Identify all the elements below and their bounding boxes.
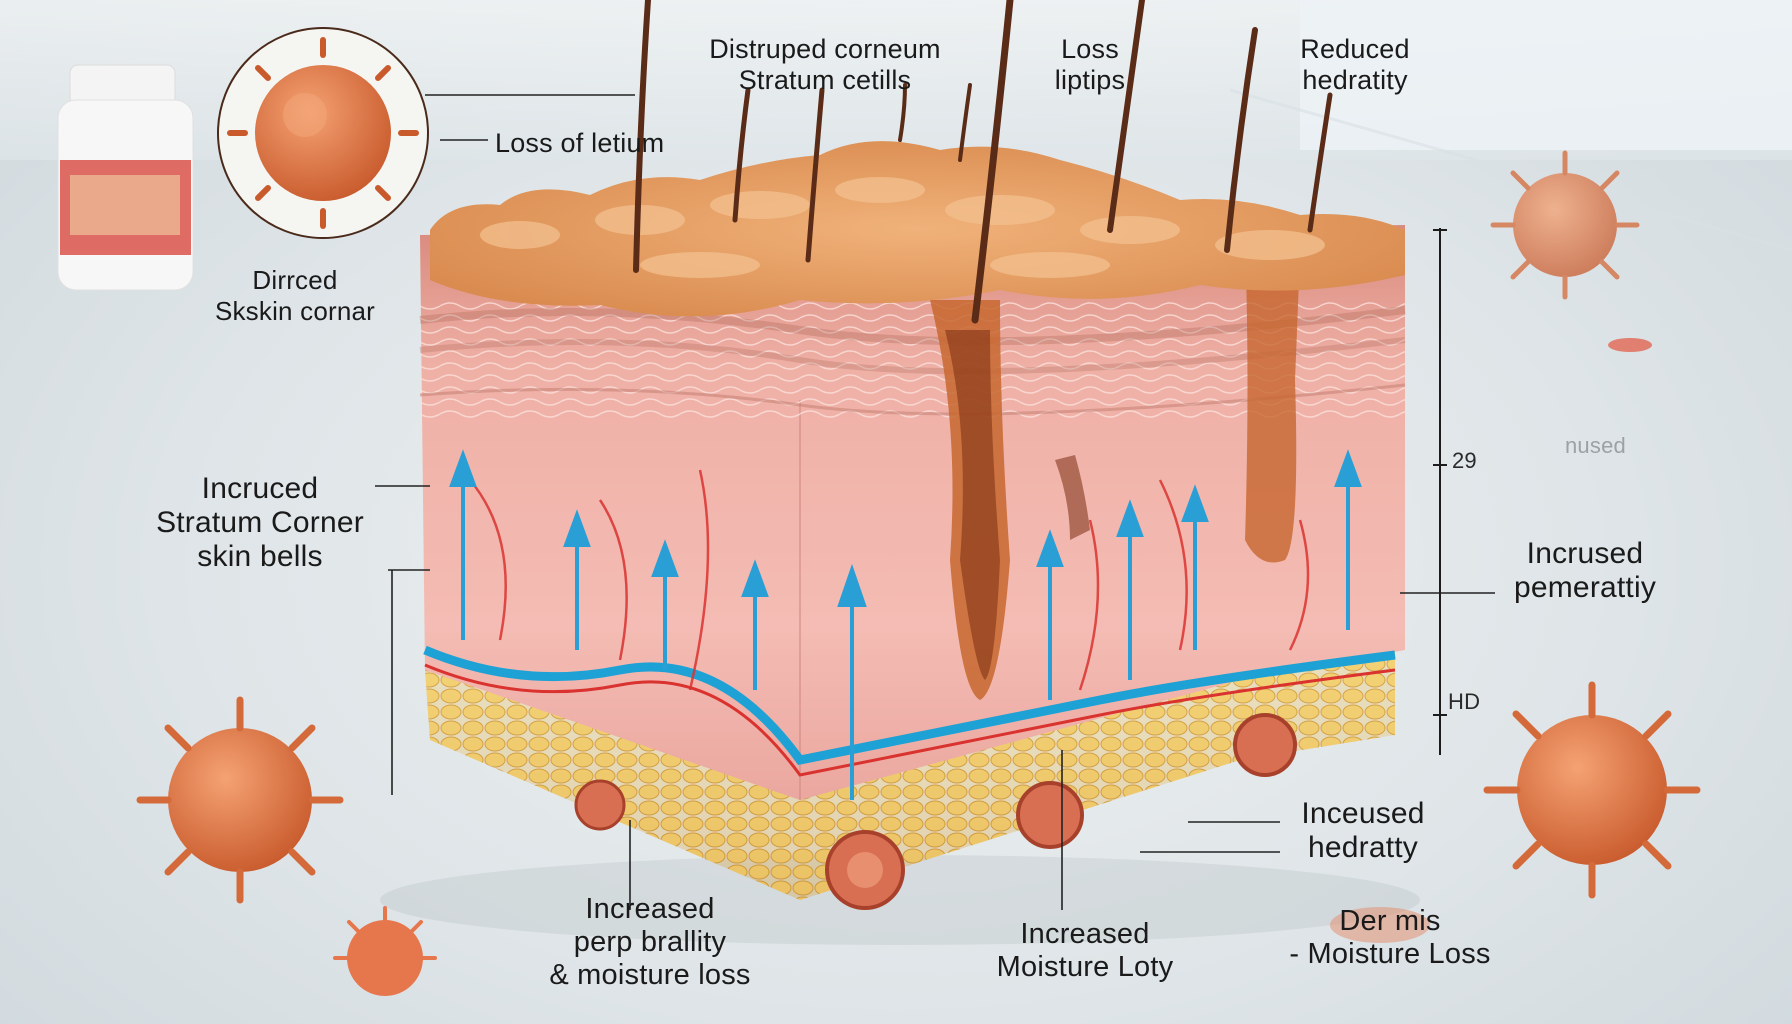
label-inceused-hedratty: Inceused hedratty (1301, 797, 1425, 864)
label-increased-moisture: Increased Moisture Loty (996, 918, 1174, 983)
hair-follicle-icon (574, 713, 1297, 910)
bottle-icon (57, 64, 194, 291)
hair-icon (633, 0, 1333, 324)
scale-mid-value: 29 (1452, 448, 1477, 473)
label-disrupted-corneum: Distruped corneum Stratum cetills (709, 34, 941, 95)
microbe-icon (136, 150, 1701, 996)
label-loss-liptips: Loss liptips (1054, 34, 1126, 95)
moisture-arrow-icon (449, 449, 1362, 800)
label-loss-of-letium: Loss of letium (495, 128, 665, 158)
scale-bottom-value: HD (1448, 689, 1481, 714)
scale-mid-side: nused (1565, 433, 1626, 458)
microbe-inset (217, 27, 429, 239)
label-incrused-pemerattity: Incrused pemerattiy (1513, 537, 1657, 604)
scale-bar (1433, 228, 1447, 755)
label-dirrced-skin: Dirrced Skskin cornar (214, 265, 376, 326)
label-reduced-hedratity: Reduced hedratity (1300, 34, 1410, 95)
label-dermis-moisture: Der mis - Moisture Loss (1289, 905, 1491, 970)
label-incruced-stratum: Incruced Stratum Corner skin bells (156, 472, 364, 573)
label-increased-perp: Increased perp brallity & moisture loss (549, 893, 751, 991)
